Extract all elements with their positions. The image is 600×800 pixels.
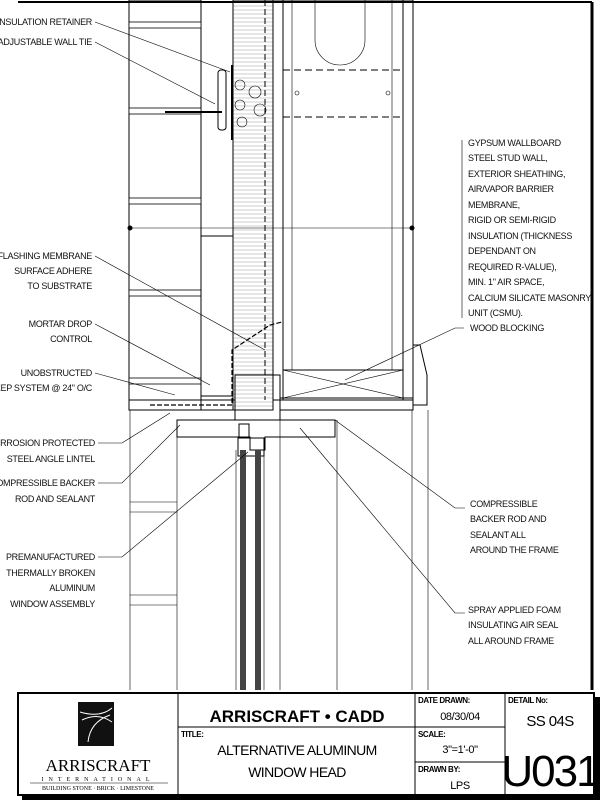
brick-veneer bbox=[128, 0, 202, 411]
svg-text:CONTROL: CONTROL bbox=[50, 334, 92, 344]
detail-number: U031 bbox=[501, 747, 599, 796]
window-assembly bbox=[129, 410, 429, 690]
callout-wall-assembly: GYPSUM WALLBOARD STEEL STUD WALL, EXTERI… bbox=[468, 138, 592, 318]
svg-text:INSULATION (THICKNESS: INSULATION (THICKNESS bbox=[468, 231, 572, 241]
steel-stud-wall bbox=[127, 0, 415, 401]
svg-text:EXTERIOR SHEATHING,: EXTERIOR SHEATHING, bbox=[468, 169, 565, 179]
drawn-by-label: DRAWN BY: bbox=[418, 765, 460, 774]
callout-mortar-drop-control: MORTAR DROP CONTROL bbox=[29, 319, 93, 344]
callout-adjustable-wall-tie: ADJUSTABLE WALL TIE bbox=[0, 37, 93, 47]
svg-text:ALUMINUM: ALUMINUM bbox=[49, 583, 95, 593]
svg-text:INSULATING AIR SEAL: INSULATING AIR SEAL bbox=[468, 620, 558, 630]
callout-weep-system: UNOBSTRUCTED WEEP SYSTEM @ 24" O/C bbox=[0, 368, 93, 393]
leader-lines bbox=[94, 21, 465, 614]
svg-text:INTERNATIONAL: INTERNATIONAL bbox=[42, 777, 155, 783]
svg-text:DEPENDANT ON: DEPENDANT ON bbox=[468, 246, 536, 256]
svg-text:ADJUSTABLE WALL TIE: ADJUSTABLE WALL TIE bbox=[0, 37, 92, 47]
drawn-by-value: LPS bbox=[450, 780, 470, 792]
svg-text:AROUND THE FRAME: AROUND THE FRAME bbox=[470, 545, 559, 555]
detail-code: SS 04S bbox=[526, 713, 574, 730]
svg-text:MIN. 1" AIR SPACE,: MIN. 1" AIR SPACE, bbox=[468, 277, 544, 287]
svg-text:UNOBSTRUCTED: UNOBSTRUCTED bbox=[21, 368, 93, 378]
callout-wood-blocking: WOOD BLOCKING bbox=[470, 323, 545, 333]
scale-value: 3"=1'-0" bbox=[442, 744, 478, 756]
svg-text:CORROSION PROTECTED: CORROSION PROTECTED bbox=[0, 438, 96, 448]
wood-blocking bbox=[279, 344, 428, 411]
svg-text:COMPRESSIBLE BACKER: COMPRESSIBLE BACKER bbox=[0, 478, 96, 488]
svg-text:STEEL ANGLE LINTEL: STEEL ANGLE LINTEL bbox=[7, 454, 96, 464]
cadd-header: ARRISCRAFT • CADD bbox=[210, 707, 385, 726]
callout-steel-angle-lintel: CORROSION PROTECTED STEEL ANGLE LINTEL bbox=[0, 438, 96, 464]
svg-text:WINDOW ASSEMBLY: WINDOW ASSEMBLY bbox=[10, 599, 95, 609]
date-value: 08/30/04 bbox=[440, 711, 480, 723]
title-line-2: WINDOW HEAD bbox=[248, 764, 346, 780]
wall-tie bbox=[165, 65, 267, 140]
arriscraft-logo: ARRISCRAFT INTERNATIONAL BUILDING STONE … bbox=[30, 702, 168, 792]
svg-text:CALCIUM SILICATE MASONRY: CALCIUM SILICATE MASONRY bbox=[468, 293, 591, 303]
svg-text:GYPSUM WALLBOARD: GYPSUM WALLBOARD bbox=[468, 138, 562, 148]
svg-text:AIR/VAPOR BARRIER: AIR/VAPOR BARRIER bbox=[468, 184, 555, 194]
title-label: TITLE: bbox=[181, 730, 203, 739]
svg-text:ARRISCRAFT: ARRISCRAFT bbox=[46, 756, 151, 775]
svg-text:WEEP SYSTEM @ 24" O/C: WEEP SYSTEM @ 24" O/C bbox=[0, 383, 93, 393]
date-label: DATE DRAWN: bbox=[418, 696, 470, 705]
svg-text:MORTAR DROP: MORTAR DROP bbox=[29, 319, 93, 329]
svg-text:SEALANT ALL: SEALANT ALL bbox=[470, 530, 526, 540]
scale-label: SCALE: bbox=[418, 730, 445, 739]
callout-backer-rod-sealant: COMPRESSIBLE BACKER ROD AND SEALANT bbox=[0, 478, 96, 504]
svg-text:REQUIRED R-VALUE),: REQUIRED R-VALUE), bbox=[468, 262, 556, 272]
title-line-1: ALTERNATIVE ALUMINUM bbox=[217, 742, 376, 758]
svg-text:UNIT (CSMU).: UNIT (CSMU). bbox=[468, 308, 523, 318]
detail-label: DETAIL No: bbox=[508, 696, 548, 705]
svg-text:INSULATION RETAINER: INSULATION RETAINER bbox=[0, 17, 93, 27]
callout-insulation-retainer: INSULATION RETAINER bbox=[0, 17, 93, 27]
svg-text:ALL AROUND FRAME: ALL AROUND FRAME bbox=[468, 636, 554, 646]
callout-spray-foam: SPRAY APPLIED FOAM INSULATING AIR SEAL A… bbox=[468, 605, 561, 646]
svg-text:MEMBRANE,: MEMBRANE, bbox=[468, 200, 520, 210]
csmu-backup-wall bbox=[232, 0, 284, 411]
svg-text:STEEL STUD WALL,: STEEL STUD WALL, bbox=[468, 153, 548, 163]
callout-frame-sealant: COMPRESSIBLE BACKER ROD AND SEALANT ALL … bbox=[470, 499, 559, 555]
svg-text:FLASHING MEMBRANE: FLASHING MEMBRANE bbox=[0, 251, 92, 261]
svg-text:RIGID OR SEMI-RIGID: RIGID OR SEMI-RIGID bbox=[468, 215, 557, 225]
svg-text:SPRAY APPLIED FOAM: SPRAY APPLIED FOAM bbox=[468, 605, 561, 615]
svg-text:TO SUBSTRATE: TO SUBSTRATE bbox=[27, 281, 92, 291]
svg-text:SURFACE ADHERE: SURFACE ADHERE bbox=[14, 266, 92, 276]
svg-text:BUILDING STONE · BRICK · LIMES: BUILDING STONE · BRICK · LIMESTONE bbox=[42, 786, 154, 792]
callout-flashing-membrane: FLASHING MEMBRANE SURFACE ADHERE TO SUBS… bbox=[0, 251, 93, 291]
svg-text:COMPRESSIBLE: COMPRESSIBLE bbox=[470, 499, 538, 509]
title-block: ARRISCRAFT INTERNATIONAL BUILDING STONE … bbox=[17, 692, 600, 800]
cavity-insulation bbox=[200, 235, 234, 397]
svg-text:ROD AND SEALANT: ROD AND SEALANT bbox=[15, 494, 96, 504]
svg-text:WOOD BLOCKING: WOOD BLOCKING bbox=[470, 323, 544, 333]
callout-aluminum-window: PREMANUFACTURED THERMALLY BROKEN ALUMINU… bbox=[6, 552, 96, 609]
svg-text:THERMALLY BROKEN: THERMALLY BROKEN bbox=[6, 568, 95, 578]
svg-text:BACKER ROD AND: BACKER ROD AND bbox=[470, 514, 547, 524]
svg-text:PREMANUFACTURED: PREMANUFACTURED bbox=[6, 552, 96, 562]
sheet-border bbox=[18, 1, 594, 690]
